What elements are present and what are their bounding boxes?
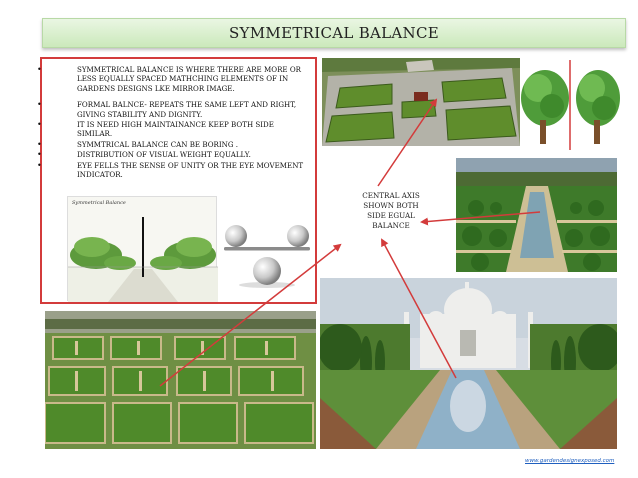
large-parterre-garden-photo: [45, 311, 316, 449]
bullet-text: DISTRIBUTION OF VISUAL WEIGHT EQUALLY.: [77, 150, 251, 160]
bullet-dot: •: [37, 120, 42, 130]
central-label-line: CENTRAL AXIS: [362, 191, 420, 200]
title-bar: SYMMETRICAL BALANCE: [42, 18, 626, 48]
bullet-item: • DISTRIBUTION OF VISUAL WEIGHT EQUALLY.: [37, 150, 315, 160]
bullet-text: SYMMTRICAL BALANCE CAN BE BORING .: [77, 139, 239, 149]
central-label-line: BALANCE: [372, 221, 410, 230]
bullet-dot: •: [37, 65, 42, 74]
bullet-dot: •: [37, 100, 42, 110]
central-label-line: SHOWN BOTH: [363, 201, 419, 210]
central-label-line: SIDE EGUAL: [367, 211, 415, 220]
diagram-label: Symmetrical Balance: [72, 200, 126, 206]
page-title: SYMMETRICAL BALANCE: [228, 24, 439, 42]
tree-pair-illustration: [520, 58, 620, 150]
bullet-text: IT IS NEED HIGH MAINTAINANCE KEEP BOTH S…: [77, 120, 274, 139]
bullet-dot: •: [37, 160, 42, 170]
bullet-text-box: • SYMMETRICAL BALANCE IS WHERE THERE ARE …: [37, 57, 317, 304]
bullet-dot: •: [37, 139, 42, 149]
parterre-garden-photo: [322, 58, 520, 146]
bullet-item: • FORMAL BALNCE- REPEATS THE SAME LEFT AN…: [37, 100, 315, 119]
bullet-item: • SYMMETRICAL BALANCE IS WHERE THERE ARE …: [37, 65, 315, 93]
taj-mahal-photo: [320, 278, 617, 449]
bullet-list: • SYMMETRICAL BALANCE IS WHERE THERE ARE …: [37, 65, 315, 180]
bullet-dot: •: [37, 150, 42, 160]
bullet-item: • IT IS NEED HIGH MAINTAINANCE KEEP BOTH …: [37, 120, 315, 139]
bullet-text: SYMMETRICAL BALANCE IS WHERE THERE ARE M…: [77, 65, 302, 93]
central-axis-label: CENTRAL AXIS SHOWN BOTH SIDE EGUAL BALAN…: [356, 191, 426, 231]
source-link[interactable]: www.gardendesignexposed.com: [525, 458, 615, 464]
symmetrical-balance-diagram: Symmetrical Balance: [67, 196, 218, 302]
bullet-text: EYE FELLS THE SENSE OF UNITY OR THE EYE …: [77, 160, 304, 180]
bullet-text: FORMAL BALNCE- REPEATS THE SAME LEFT AND…: [77, 100, 297, 119]
bullet-item: • EYE FELLS THE SENSE OF UNITY OR THE EYE…: [37, 160, 315, 180]
bullet-item: • SYMMTRICAL BALANCE CAN BE BORING .: [37, 139, 315, 149]
diagram-illustration: [68, 217, 218, 302]
formal-garden-axis-photo: [456, 158, 617, 272]
balance-scale-illustration: [224, 225, 310, 288]
